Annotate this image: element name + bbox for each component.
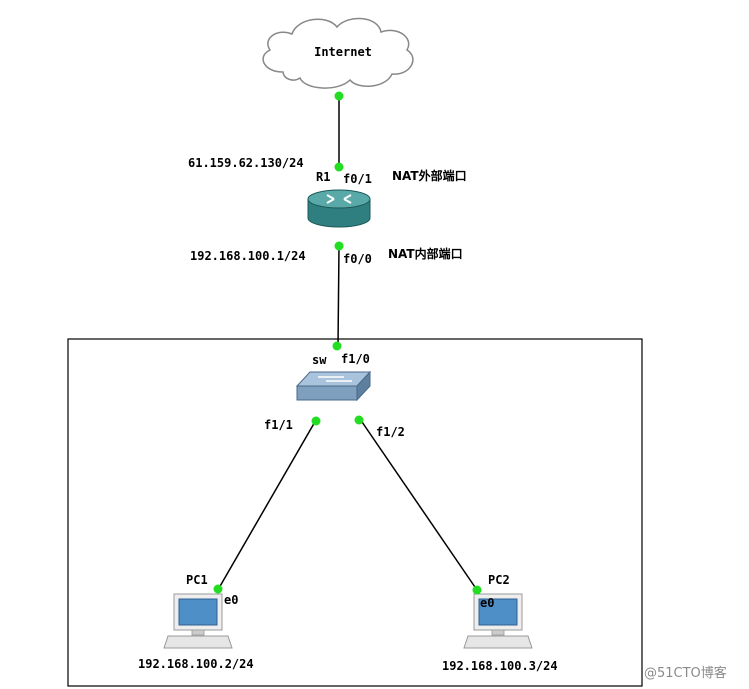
pc1-ip-label: 192.168.100.2/24 [138,657,254,671]
switch-name-label: sw [312,353,327,367]
port-dot-r1-f0-0 [334,241,344,251]
pc1-icon[interactable] [163,593,233,649]
link-r1-sw [337,245,340,347]
pc2-ip-label: 192.168.100.3/24 [442,659,558,673]
switch-port-f1-2-label: f1/2 [376,425,405,439]
nat-inside-label: NAT内部端口 [388,246,463,261]
pc2-icon[interactable] [463,593,533,649]
port-dot-sw-f1-2 [354,415,364,425]
port-dot-pc2-e0 [472,585,482,595]
port-dot-r1-f0-1 [334,162,344,172]
port-dot-sw-f1-0 [332,341,342,351]
port-dot-pc1-e0 [213,584,223,594]
cloud-icon[interactable] [262,17,414,89]
pc1-port-label: e0 [224,593,238,607]
link-sw-pc1 [218,419,317,589]
switch-port-f1-1-label: f1/1 [264,418,293,432]
router-name-label: R1 [316,170,330,184]
port-dot-sw-f1-1 [311,416,321,426]
router-port-f0-0-label: f0/0 [343,252,372,266]
wan-ip-label: 61.159.62.130/24 [188,156,304,170]
router-port-f0-1-label: f0/1 [343,172,372,186]
switch-icon[interactable] [295,370,372,402]
port-dot-internet [334,91,344,101]
pc2-port-label: e0 [480,596,494,610]
switch-port-f1-0-label: f1/0 [341,352,370,366]
pc1-name-label: PC1 [186,573,208,587]
nat-outside-label: NAT外部端口 [392,168,467,183]
lan-boundary-box [67,338,643,687]
cloud-label: Internet [314,45,372,59]
pc2-name-label: PC2 [488,573,510,587]
watermark-text: @51CTO博客 [644,665,727,681]
router-icon[interactable] [307,189,371,228]
lan-ip-label: 192.168.100.1/24 [190,249,306,263]
link-sw-pc2 [359,418,478,591]
